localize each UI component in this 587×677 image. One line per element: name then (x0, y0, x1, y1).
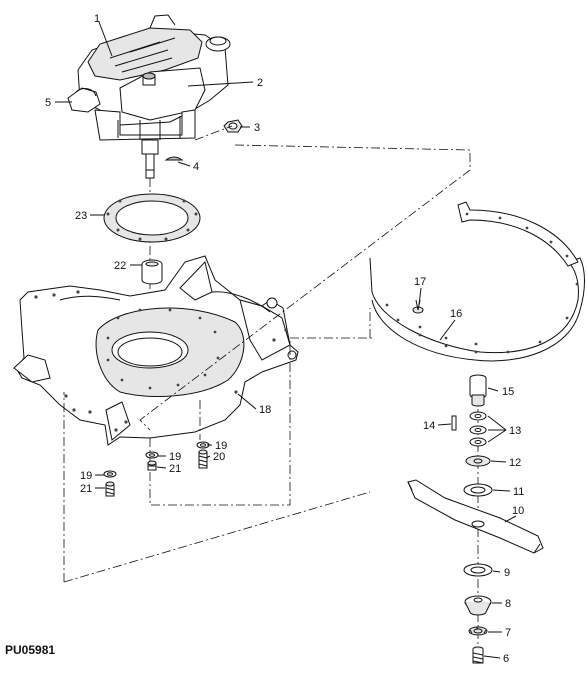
engine-assembly (67, 14, 231, 179)
callout-5: 5 (45, 97, 51, 109)
callout-20: 20 (213, 451, 225, 463)
engine-top-cover (87, 27, 203, 81)
blade-part-10 (407, 479, 544, 554)
bolt-part-20 (198, 449, 208, 469)
callout-21-middle: 21 (169, 463, 181, 475)
callout-22: 22 (114, 260, 126, 272)
callout-9: 9 (504, 567, 510, 579)
leader-lines (55, 21, 517, 659)
washer-part-9 (463, 563, 493, 577)
callout-11: 11 (513, 486, 524, 498)
callout-19-middle: 19 (169, 451, 181, 463)
washer-part-12 (465, 455, 491, 467)
callout-23: 23 (75, 210, 87, 222)
callout-12: 12 (509, 457, 521, 469)
callout-18: 18 (259, 404, 271, 416)
washer-part-19c (103, 470, 117, 478)
callout-16: 16 (450, 308, 462, 320)
bolt-part-21b (105, 481, 115, 497)
engine-shroud (119, 67, 206, 121)
callout-4: 4 (193, 161, 199, 173)
mower-deck-part-18 (13, 255, 299, 446)
callout-7: 7 (505, 627, 511, 639)
woodruff-key-part-4 (164, 156, 184, 161)
blade-adapter-part-15 (469, 374, 487, 407)
callout-19-right: 19 (215, 440, 227, 452)
washer-part-19a (145, 451, 159, 459)
bolt-part-21a (147, 460, 157, 471)
callout-13: 13 (509, 425, 521, 437)
callout-8: 8 (505, 598, 511, 610)
spacer-part-22 (141, 259, 163, 285)
gasket-part-23 (103, 193, 201, 243)
callout-14: 14 (423, 420, 435, 432)
callout-3: 3 (254, 122, 260, 134)
callout-15: 15 (502, 386, 514, 398)
callout-17: 17 (414, 276, 426, 288)
callout-2: 2 (257, 77, 263, 89)
callout-6: 6 (503, 653, 509, 665)
blade-band-part-16 (369, 201, 585, 362)
blade-bolt-washer-part-8 (464, 595, 492, 616)
callout-10: 10 (512, 505, 524, 517)
lock-washer-part-7 (468, 626, 488, 636)
key-part-14 (451, 415, 457, 431)
nut-part-3 (223, 119, 243, 133)
washers-part-13 (469, 411, 487, 447)
screw-part-17 (412, 299, 424, 314)
figure-code: PU05981 (5, 643, 55, 657)
bolt-part-6 (472, 646, 484, 664)
callout-1: 1 (94, 13, 100, 25)
callout-21-left: 21 (80, 483, 92, 495)
washer-part-11 (463, 483, 493, 497)
callout-19-left: 19 (80, 470, 92, 482)
